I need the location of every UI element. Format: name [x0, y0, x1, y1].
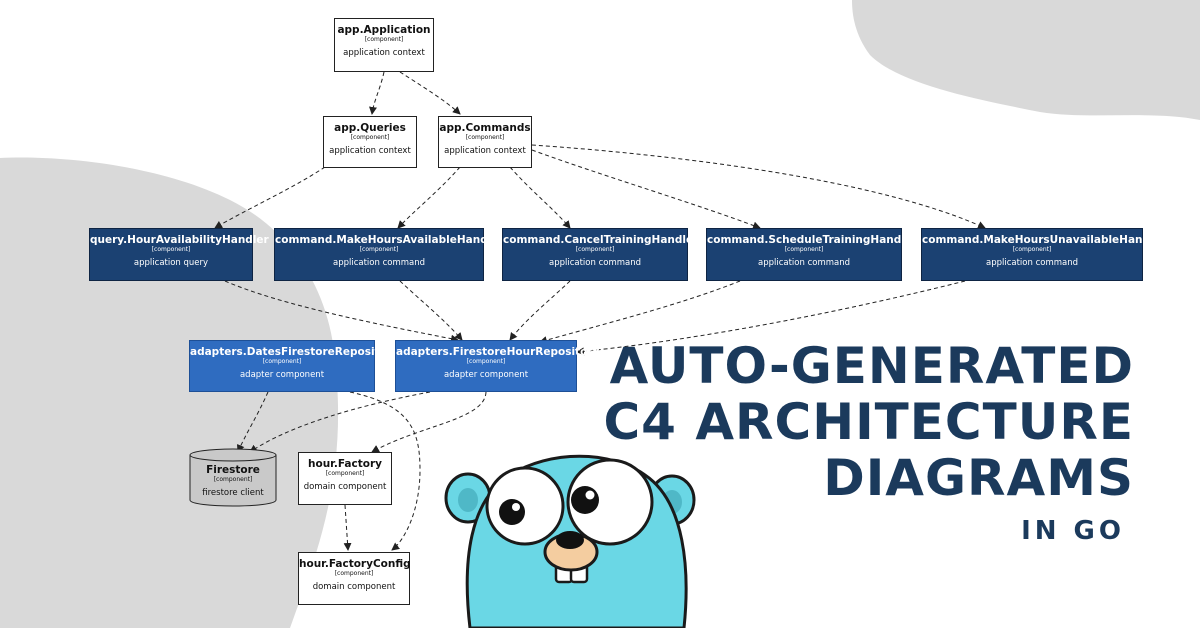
node-tech: [component]: [334, 570, 374, 577]
node-desc: domain component: [303, 482, 387, 492]
edge-hour-repo-firestore: [249, 391, 431, 453]
edge-commands-cancel-training: [509, 166, 571, 229]
edge-schedule-training-hour-repo: [539, 280, 741, 344]
node-desc: application command: [757, 258, 850, 268]
node-desc: application context: [444, 146, 526, 156]
node-app-commands: app.Commands [component] application con…: [438, 116, 532, 168]
edge-hour-availability-hour-repo: [224, 280, 459, 343]
node-tech: [component]: [151, 246, 191, 253]
node-desc: adapter component: [443, 370, 529, 380]
edge-commands-make-unavailable: [531, 144, 986, 229]
headline-line-1: AUTO-GENERATED: [609, 337, 1134, 395]
node-desc: application command: [332, 258, 425, 268]
node-query-hour-availability: query.HourAvailabilityHandler [component…: [89, 228, 269, 281]
edge-commands-schedule-training: [531, 149, 761, 230]
node-firestore: Firestore [component] firestore client: [189, 448, 277, 508]
edge-make-unavailable-hour-repo: [576, 280, 966, 356]
node-adapters-dates-repo: adapters.DatesFirestoreRepository [compo…: [189, 340, 399, 392]
database-cylinder-icon: [189, 448, 277, 507]
node-tech: [component]: [465, 134, 505, 141]
node-hour-factory: hour.Factory [component] domain componen…: [298, 452, 392, 505]
node-cmd-cancel-training: command.CancelTrainingHandler [component…: [502, 228, 699, 281]
node-title: app.Queries: [334, 122, 406, 134]
node-tech: [component]: [466, 358, 506, 365]
node-desc: application context: [343, 48, 425, 58]
node-desc: application context: [329, 146, 411, 156]
node-adapters-hour-repo: adapters.FirestoreHourRepository [compon…: [395, 340, 600, 392]
node-tech: [component]: [213, 476, 253, 483]
headline-sub: IN GO: [1021, 516, 1125, 546]
node-tech: [component]: [262, 358, 302, 365]
node-tech: [component]: [325, 470, 365, 477]
node-title: command.MakeHoursUnavailableHandler: [922, 234, 1166, 246]
node-hour-factory-config: hour.FactoryConfig [component] domain co…: [298, 552, 411, 605]
node-title: query.HourAvailabilityHandler: [90, 234, 269, 246]
node-title: adapters.FirestoreHourRepository: [396, 346, 600, 358]
node-tech: [component]: [364, 36, 404, 43]
node-cmd-schedule-training: command.ScheduleTrainingHandler [compone…: [706, 228, 918, 281]
headline: AUTO-GENERATED C4 ARCHITECTURE DIAGRAMS: [574, 338, 1134, 506]
background-blob-left: [0, 157, 339, 628]
edge-commands-make-available: [397, 166, 461, 229]
edge-dates-repo-factory-config: [349, 391, 421, 551]
edge-hour-repo-factory: [371, 391, 487, 453]
node-desc: application query: [133, 258, 209, 268]
node-title: app.Commands: [439, 122, 531, 134]
node-cmd-make-available: command.MakeHoursAvailableHandler [compo…: [274, 228, 504, 281]
node-desc: domain component: [312, 582, 396, 592]
node-tech: [component]: [784, 246, 824, 253]
node-title: app.Application: [337, 24, 431, 36]
edge-factory-factory-config: [343, 504, 352, 551]
node-title: Firestore: [206, 464, 260, 476]
node-tech: [component]: [1012, 246, 1052, 253]
node-app-queries: app.Queries [component] application cont…: [323, 116, 417, 168]
edge-make-available-hour-repo: [399, 280, 463, 341]
node-desc: application command: [985, 258, 1078, 268]
node-cmd-make-unavailable: command.MakeHoursUnavailableHandler [com…: [921, 228, 1166, 281]
headline-line-3: DIAGRAMS: [823, 449, 1134, 507]
node-title: command.MakeHoursAvailableHandler: [275, 234, 504, 246]
node-tech: [component]: [359, 246, 399, 253]
node-app-application: app.Application [component] application …: [334, 18, 434, 72]
gopher-mascot-icon: [444, 454, 696, 628]
edge-dates-repo-firestore: [236, 391, 269, 453]
node-title: hour.Factory: [308, 458, 382, 470]
edge-cancel-training-hour-repo: [509, 280, 571, 341]
node-title: command.CancelTrainingHandler: [503, 234, 699, 246]
node-tech: [component]: [350, 134, 390, 141]
node-desc: firestore client: [202, 488, 264, 498]
node-title: hour.FactoryConfig: [299, 558, 411, 570]
node-title: command.ScheduleTrainingHandler: [707, 234, 918, 246]
node-desc: adapter component: [239, 370, 325, 380]
headline-line-2: C4 ARCHITECTURE: [603, 393, 1134, 451]
edge-application-queries: [369, 71, 385, 115]
edge-application-commands: [399, 71, 461, 115]
node-title: adapters.DatesFirestoreRepository: [190, 346, 399, 358]
edge-queries-hour-availability: [214, 166, 326, 229]
node-tech: [component]: [575, 246, 615, 253]
node-desc: application command: [548, 258, 641, 268]
background-blob-top-right: [852, 0, 1200, 120]
